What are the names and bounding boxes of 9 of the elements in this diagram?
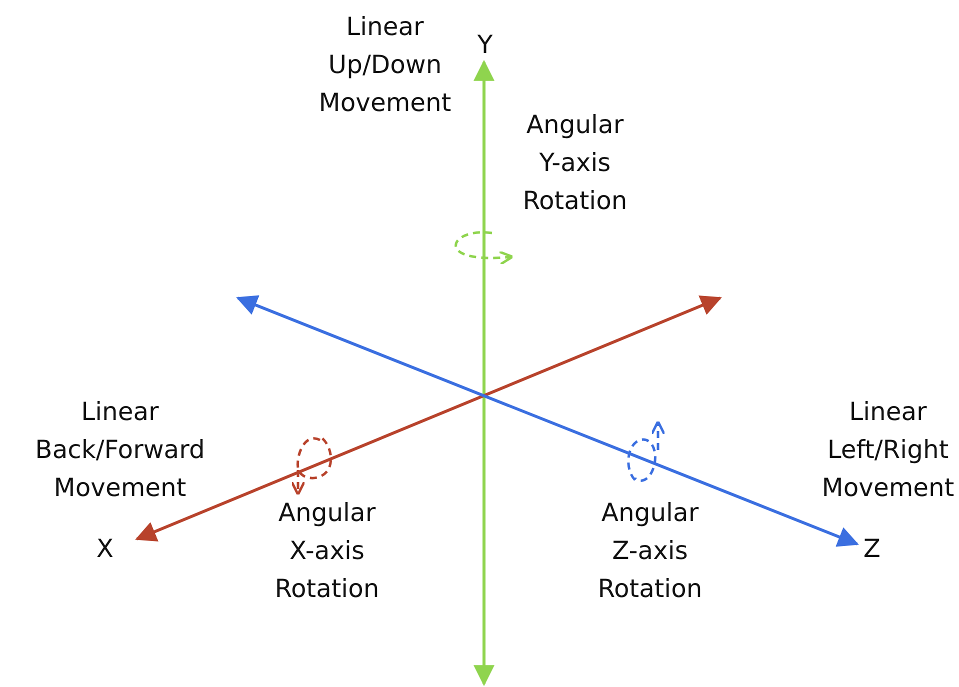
- axis-label: X: [95, 533, 115, 565]
- motion-label: Angular X-axis Rotation: [274, 497, 380, 605]
- motion-label: Angular Y-axis Rotation: [522, 109, 628, 217]
- motion-label: Linear Back/Forward Movement: [34, 396, 206, 504]
- motion-label: Linear Up/Down Movement: [318, 11, 452, 119]
- axis-label: Z: [862, 533, 882, 565]
- motion-label: Linear Left/Right Movement: [820, 396, 956, 504]
- motion-label: Angular Z-axis Rotation: [596, 497, 704, 605]
- axis-label: Y: [476, 29, 494, 61]
